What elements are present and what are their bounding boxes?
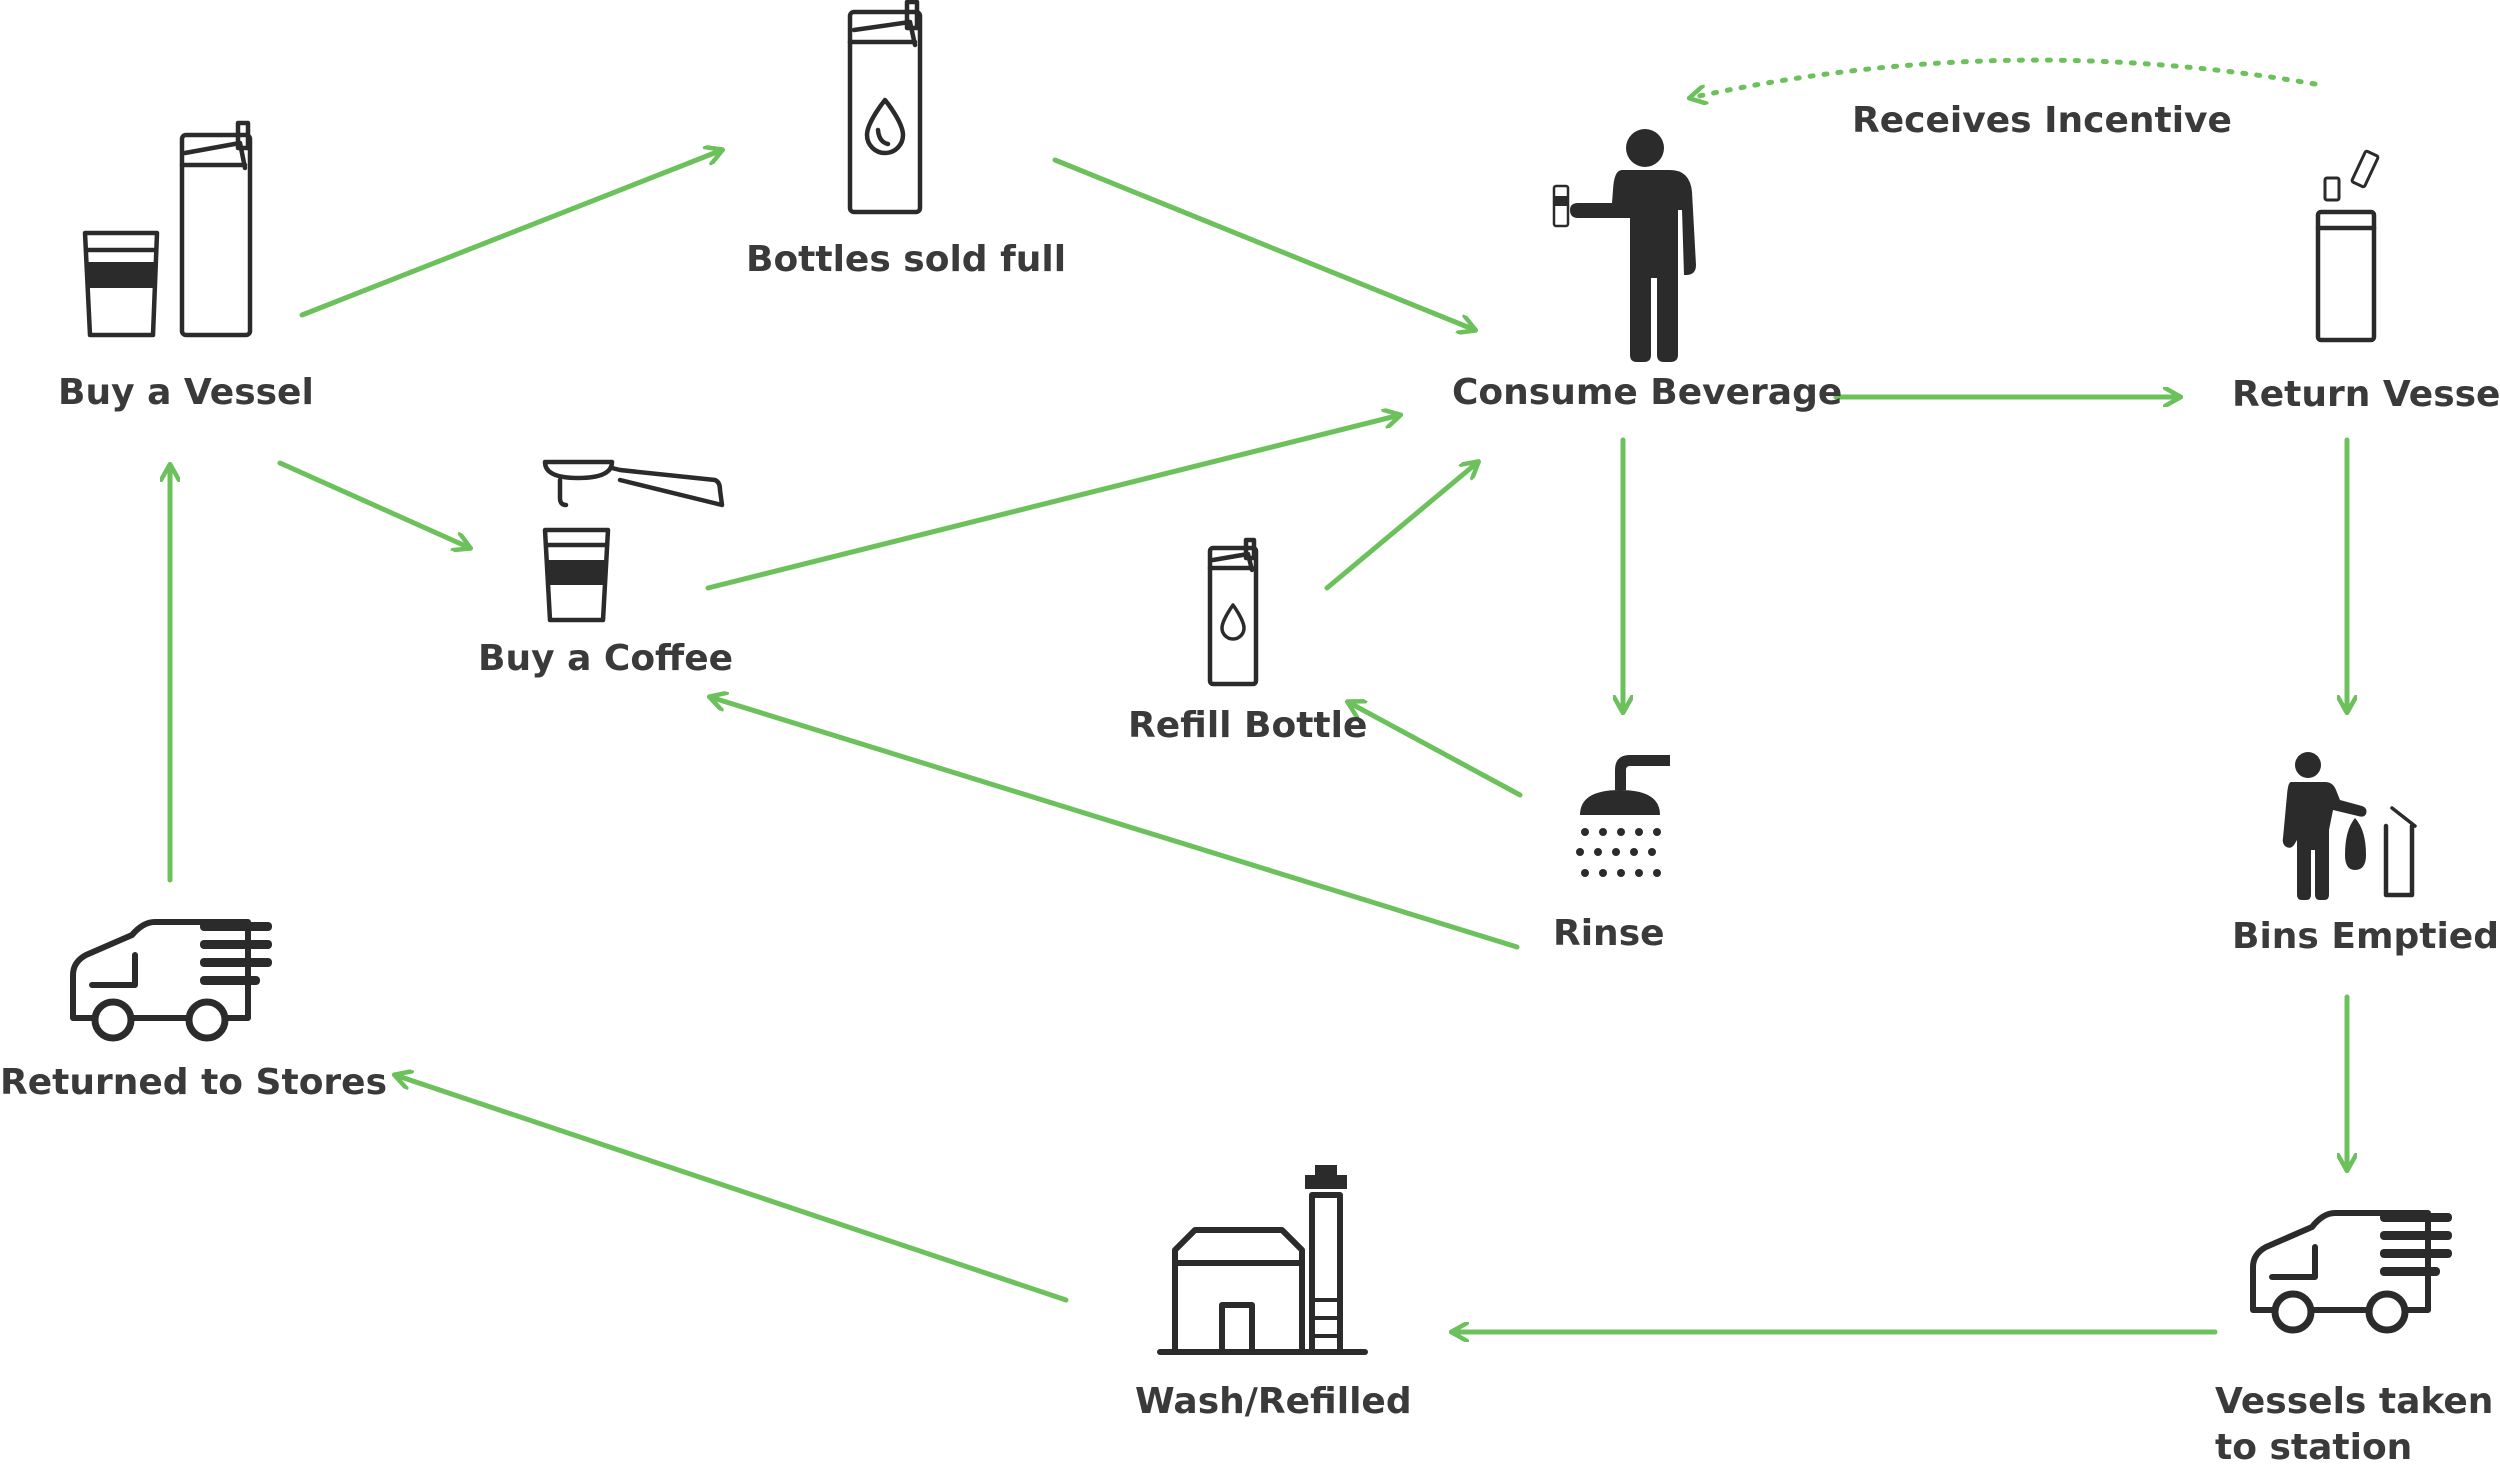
label-buy-coffee: Buy a Coffee bbox=[478, 638, 734, 679]
label-receives-incentive: Receives Incentive bbox=[1852, 100, 2232, 141]
arrow-buy-vessel-to-bottles bbox=[299, 150, 722, 318]
label-return-vessel: Return Vessel bbox=[2232, 374, 2500, 415]
arrows bbox=[170, 57, 2347, 1332]
small-bottle-icon bbox=[1207, 537, 1259, 687]
delivery-van-icon bbox=[2250, 1210, 2452, 1334]
return-bin-icon bbox=[2315, 149, 2380, 343]
label-rinse: Rinse bbox=[1553, 913, 1665, 954]
arrow-wash-to-returned bbox=[395, 1075, 1069, 1303]
label-refill-bottle: Refill Bottle bbox=[1128, 705, 1368, 746]
delivery-van-icon bbox=[70, 919, 272, 1042]
person-drinking-icon bbox=[1552, 129, 1696, 362]
arrow-buy-vessel-to-coffee bbox=[277, 460, 470, 548]
factory-icon bbox=[1157, 1165, 1368, 1355]
label-wash-refilled: Wash/Refilled bbox=[1135, 1381, 1412, 1422]
arrow-bottles-to-consume bbox=[1052, 157, 1475, 330]
shower-icon bbox=[1576, 755, 1670, 877]
arrow-incentive bbox=[1690, 57, 2318, 98]
label-buy-vessel: Buy a Vessel bbox=[58, 372, 314, 413]
label-vessels-taken-to-station: Vessels taken to station bbox=[2215, 1381, 2494, 1468]
cup-and-bottle-icon bbox=[82, 120, 253, 338]
label-bins-emptied: Bins Emptied bbox=[2232, 916, 2499, 957]
label-returned-to-stores: Returned to Stores bbox=[0, 1062, 388, 1103]
person-emptying-bin-icon bbox=[2282, 752, 2417, 900]
label-bottles-sold-full: Bottles sold full bbox=[746, 239, 1067, 280]
arrow-rinse-to-refill bbox=[1348, 702, 1523, 798]
label-consume-beverage: Consume Beverage bbox=[1452, 372, 1843, 413]
arrow-refill-to-consume bbox=[1324, 462, 1478, 591]
water-bottle-icon bbox=[847, 0, 923, 215]
arrow-coffee-to-consume bbox=[705, 415, 1400, 591]
espresso-cup-icon bbox=[542, 459, 725, 623]
arrow-rinse-to-coffee bbox=[710, 697, 1520, 950]
